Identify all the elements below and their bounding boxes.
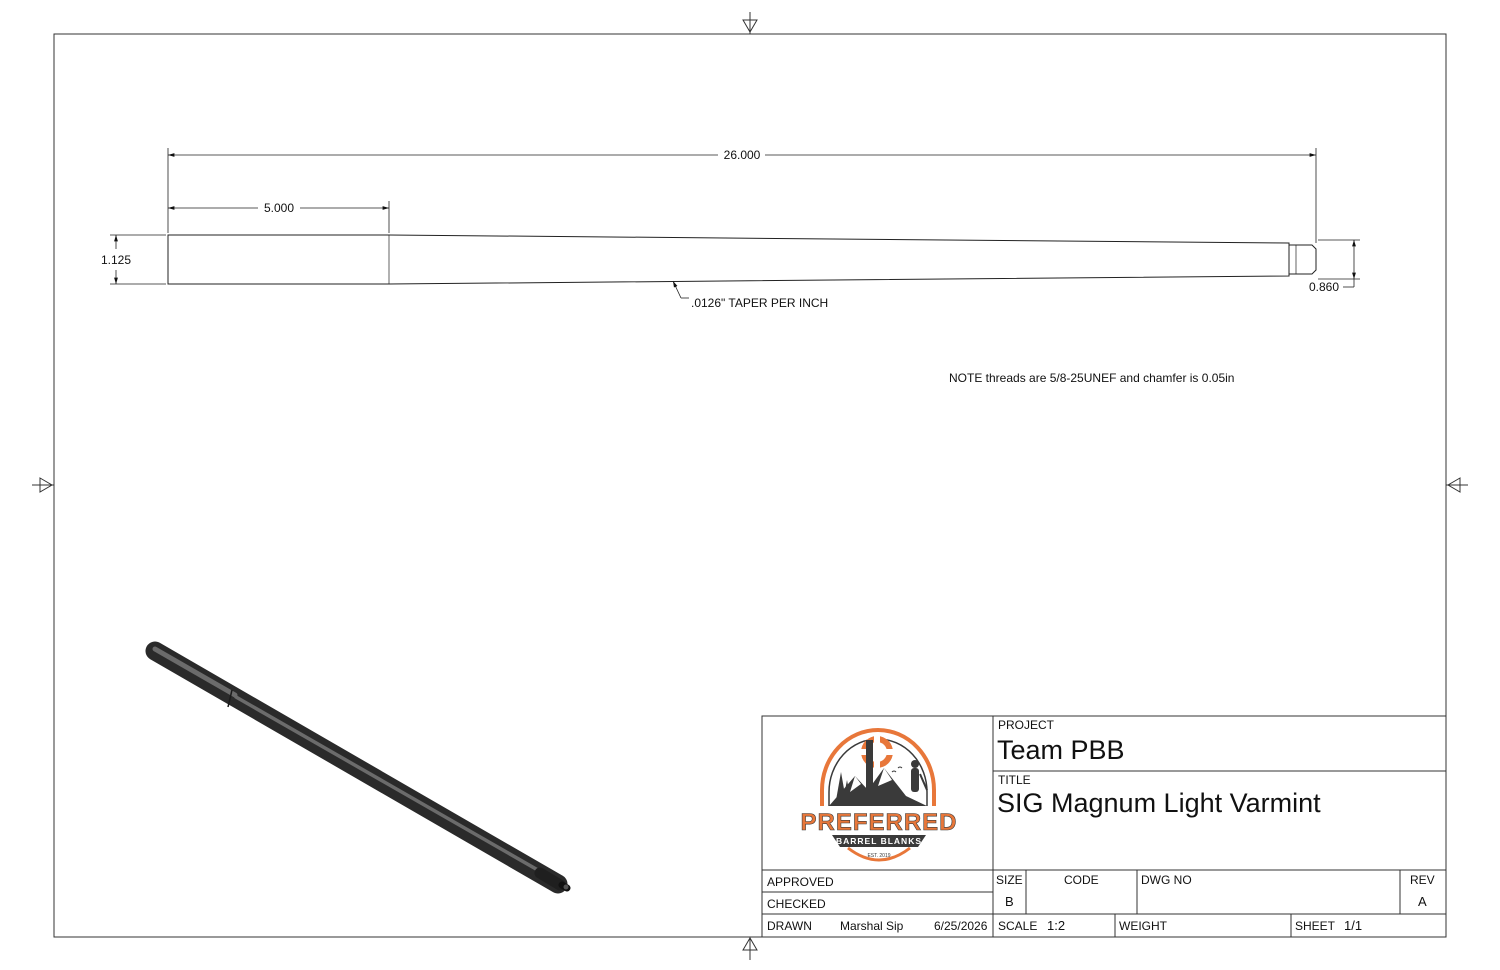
project-name: Team PBB xyxy=(997,735,1125,765)
drawn-label: DRAWN xyxy=(767,919,812,933)
checked-label: CHECKED xyxy=(767,897,826,911)
rev-label: REV xyxy=(1410,873,1435,887)
scale-label: SCALE xyxy=(998,919,1038,933)
overall-length-label: 26.000 xyxy=(724,148,761,162)
sheet-value: 1/1 xyxy=(1344,918,1363,933)
centering-mark-left xyxy=(32,477,54,493)
drawn-date: 6/25/2026 xyxy=(934,919,988,933)
breech-diameter-label: 1.125 xyxy=(101,253,131,267)
centering-mark-right xyxy=(1446,477,1468,493)
scale-value: 1:2 xyxy=(1047,918,1066,933)
logo-est: EST. 2019 xyxy=(867,853,890,859)
step-length-label: 5.000 xyxy=(264,201,294,215)
centering-mark-top xyxy=(742,12,758,34)
weight-label: WEIGHT xyxy=(1119,919,1167,933)
rev-value: A xyxy=(1418,894,1427,909)
title-block-frame xyxy=(761,715,1447,938)
dimension-muzzle-diameter xyxy=(1318,239,1360,288)
dwg-no-label: DWG NO xyxy=(1141,873,1192,887)
approved-label: APPROVED xyxy=(767,875,834,889)
logo-name: PREFERRED xyxy=(800,809,957,836)
logo-subtitle: BARREL BLANKS xyxy=(836,836,922,846)
isometric-barrel-view xyxy=(145,641,571,894)
drawn-by: Marshal Sip xyxy=(840,919,904,933)
sheet-label: SHEET xyxy=(1295,919,1336,933)
dimension-overall-length xyxy=(167,148,1317,243)
dimension-breech-diameter xyxy=(110,234,166,285)
thread-note: NOTE threads are 5/8-25UNEF and chamfer … xyxy=(949,371,1234,385)
size-label: SIZE xyxy=(996,873,1023,887)
centering-mark-bottom xyxy=(742,937,758,960)
size-value: B xyxy=(1005,894,1014,909)
preferred-barrel-blanks-logo: PREFERRED BARREL BLANKS EST. 2019 xyxy=(800,728,957,862)
project-label: PROJECT xyxy=(998,718,1055,732)
barrel-profile xyxy=(167,234,1317,285)
taper-leader xyxy=(672,280,689,299)
drawing-title: SIG Magnum Light Varmint xyxy=(997,788,1321,818)
code-label: CODE xyxy=(1064,873,1099,887)
taper-note: .0126" TAPER PER INCH xyxy=(691,296,828,310)
threaded-tenon xyxy=(1289,244,1317,275)
title-label: TITLE xyxy=(998,773,1031,787)
muzzle-diameter-label: 0.860 xyxy=(1309,280,1339,294)
dimension-step-length xyxy=(168,201,390,233)
